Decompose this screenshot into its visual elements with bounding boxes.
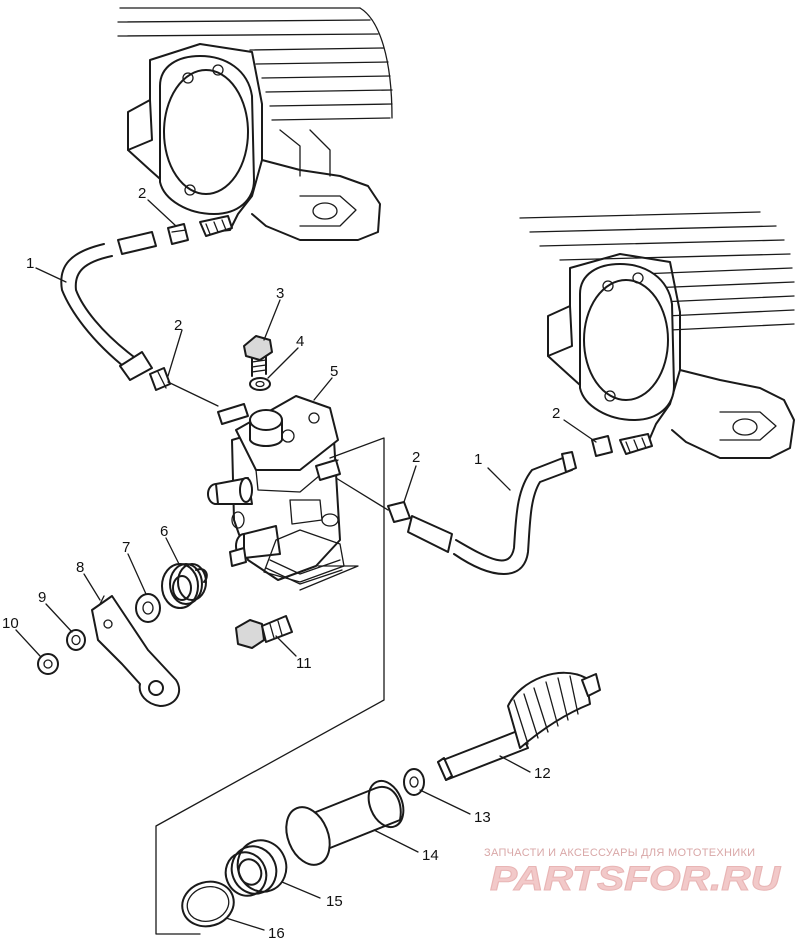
callout-2-upper-left: 2 bbox=[138, 185, 146, 202]
callout-1-left: 1 bbox=[26, 255, 34, 272]
thrust-washer bbox=[403, 768, 425, 796]
leader-lines bbox=[15, 199, 597, 931]
spacer-washer bbox=[135, 593, 161, 623]
callout-labels: 1 1 2 2 2 2 3 4 5 6 7 8 9 10 11 12 13 14… bbox=[2, 185, 560, 939]
cylinder-right bbox=[519, 211, 795, 459]
callout-10: 10 bbox=[2, 615, 19, 632]
callout-4: 4 bbox=[296, 333, 304, 350]
callout-3: 3 bbox=[276, 285, 284, 302]
callout-14: 14 bbox=[422, 847, 439, 864]
callout-8: 8 bbox=[76, 559, 84, 576]
hose-clamp-upper-left bbox=[167, 223, 189, 245]
assembly-bracket-line bbox=[155, 437, 385, 935]
callout-9: 9 bbox=[38, 589, 46, 606]
lock-washer bbox=[66, 629, 86, 651]
callout-7: 7 bbox=[122, 539, 130, 556]
watermark: ЗАПЧАСТИ И АКСЕССУАРЫ ДЛЯ МОТОТЕХНИКИ PA… bbox=[484, 847, 782, 899]
bleed-screw bbox=[243, 335, 273, 377]
hose-clamp-right-cyl bbox=[591, 435, 613, 457]
oil-line-left bbox=[60, 231, 157, 381]
lever-nut bbox=[37, 653, 59, 675]
cylinder-left bbox=[117, 7, 393, 241]
callout-5: 5 bbox=[330, 363, 338, 380]
shaft-seal bbox=[224, 839, 288, 897]
callout-15: 15 bbox=[326, 893, 343, 910]
watermark-tagline: ЗАПЧАСТИ И АКСЕССУАРЫ ДЛЯ МОТОТЕХНИКИ bbox=[484, 847, 755, 859]
callout-1-right: 1 bbox=[474, 451, 482, 468]
drive-sleeve bbox=[285, 779, 405, 866]
callout-12: 12 bbox=[534, 765, 551, 782]
routing-line-right bbox=[335, 477, 389, 511]
callout-2-mid-left: 2 bbox=[174, 317, 182, 334]
oil-pump-body bbox=[207, 395, 345, 585]
routing-line-left bbox=[167, 381, 219, 407]
snap-ring bbox=[181, 880, 235, 928]
pump-bracket-line bbox=[299, 565, 359, 591]
hose-clamp-right-pump bbox=[387, 501, 411, 523]
drive-shaft-gear bbox=[437, 671, 601, 781]
callout-6: 6 bbox=[160, 523, 168, 540]
return-spring bbox=[161, 563, 208, 609]
callout-13: 13 bbox=[474, 809, 491, 826]
watermark-logo: PARTSFOR.RU bbox=[490, 860, 782, 898]
callout-16: 16 bbox=[268, 925, 285, 939]
oil-line-right bbox=[407, 451, 577, 575]
callout-2-pump-right: 2 bbox=[412, 449, 420, 466]
hose-clamp-mid-left bbox=[149, 367, 171, 391]
callout-2-cylinder-right: 2 bbox=[552, 405, 560, 422]
mounting-bolt bbox=[235, 615, 293, 649]
control-lever bbox=[91, 595, 181, 707]
callout-11: 11 bbox=[296, 655, 312, 672]
sealing-washer bbox=[249, 377, 271, 391]
